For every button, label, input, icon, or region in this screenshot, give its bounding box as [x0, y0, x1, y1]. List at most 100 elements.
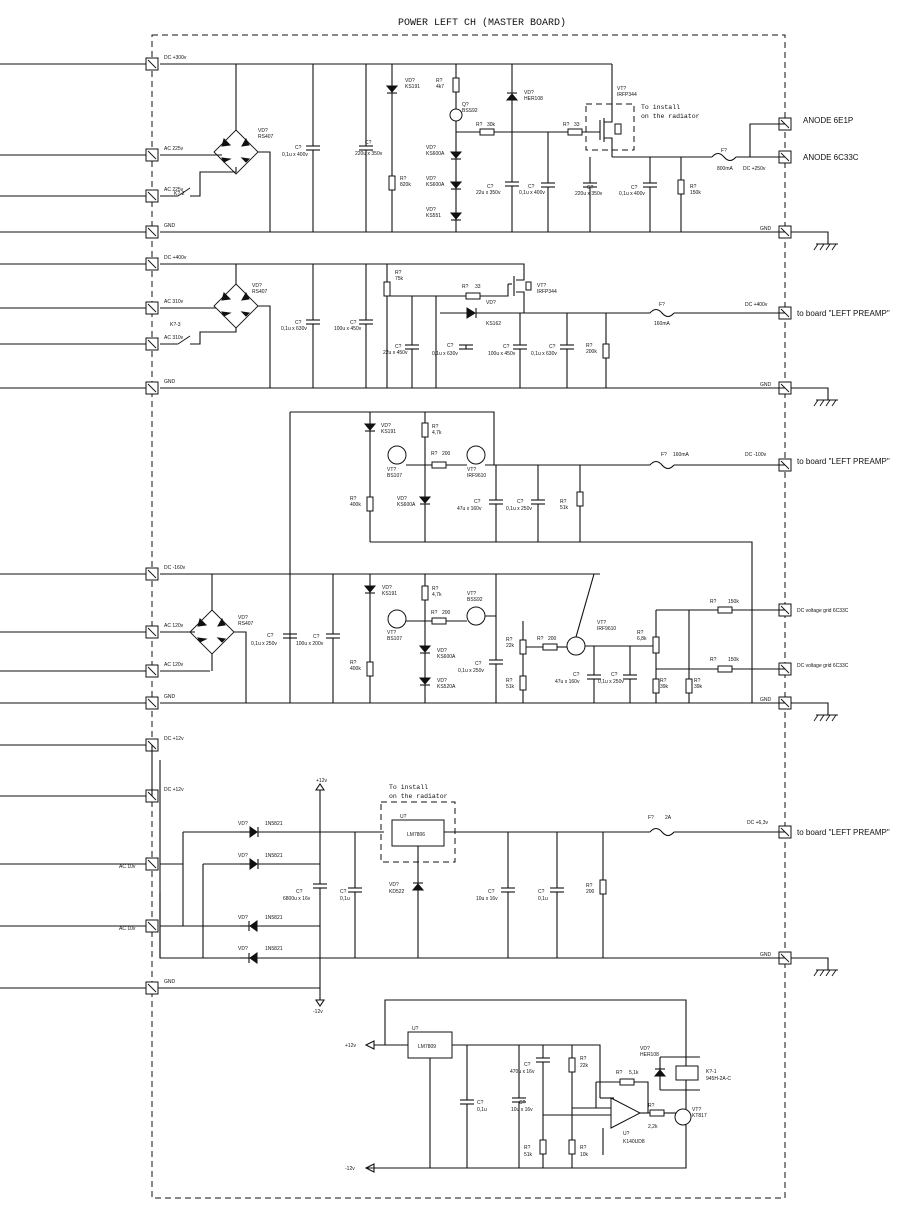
svg-text:on the radiator: on the radiator [641, 113, 700, 120]
svg-text:150k: 150k [728, 657, 739, 663]
svg-text:30k: 30k [487, 122, 496, 128]
connector-label: DC +12v [164, 736, 184, 742]
svg-text:ANODE 6E1P: ANODE 6E1P [803, 116, 853, 125]
svg-text:C?: C? [487, 184, 494, 190]
svg-text:VT?: VT? [617, 86, 626, 92]
svg-text:10u x 16v: 10u x 16v [511, 1107, 533, 1113]
svg-text:VD?: VD? [238, 946, 248, 952]
svg-text:BS107: BS107 [387, 636, 402, 642]
svg-text:VD?: VD? [389, 882, 399, 888]
svg-text:0,1u x 400v: 0,1u x 400v [282, 152, 308, 158]
svg-text:F?: F? [659, 302, 665, 308]
svg-text:C?: C? [477, 1100, 484, 1106]
svg-text:R?: R? [350, 660, 357, 666]
svg-text:C?: C? [587, 185, 594, 191]
svg-text:22u x 450v: 22u x 450v [383, 350, 408, 356]
svg-text:IRFP344: IRFP344 [537, 289, 557, 295]
svg-text:51k: 51k [524, 1152, 533, 1158]
svg-text:U?: U? [412, 1026, 419, 1032]
connector-label: DC -160v [164, 565, 186, 571]
svg-text:33: 33 [574, 122, 580, 128]
svg-text:C?: C? [447, 343, 454, 349]
svg-text:DC voltage grid 6C33C: DC voltage grid 6C33C [797, 608, 849, 614]
svg-text:100u x 200v: 100u x 200v [296, 641, 324, 647]
ground-symbol [791, 231, 838, 251]
svg-text:VD?: VD? [238, 821, 248, 827]
svg-text:200: 200 [442, 451, 451, 457]
svg-text:4,7k: 4,7k [432, 592, 442, 598]
svg-text:22k: 22k [506, 643, 515, 649]
svg-text:0,1u x 250v: 0,1u x 250v [506, 506, 532, 512]
svg-text:75k: 75k [395, 276, 404, 282]
output-labels: ANODE 6E1P ANODE 6C33C to board "LEFT PR… [760, 116, 890, 958]
svg-text:C?: C? [395, 344, 402, 350]
svg-text:C?: C? [313, 634, 320, 640]
svg-text:VD?: VD? [252, 283, 262, 289]
svg-text:C?: C? [549, 344, 556, 350]
svg-text:800mA: 800mA [717, 166, 734, 172]
svg-text:51k: 51k [560, 505, 569, 511]
svg-text:C?: C? [503, 344, 510, 350]
svg-text:0,1u x 630v: 0,1u x 630v [432, 351, 458, 357]
svg-text:LM7809: LM7809 [418, 1044, 436, 1050]
svg-text:U?: U? [623, 1131, 630, 1137]
svg-text:C?: C? [517, 499, 524, 505]
svg-text:150k: 150k [690, 190, 701, 196]
svg-text:DC -100v: DC -100v [745, 452, 767, 458]
svg-text:2A: 2A [665, 815, 672, 821]
svg-text:C?: C? [365, 140, 372, 146]
ground-symbols [791, 231, 838, 977]
svg-text:IRF9610: IRF9610 [597, 626, 616, 632]
svg-text:C?: C? [295, 320, 302, 326]
svg-text:VT?: VT? [467, 467, 476, 473]
svg-text:22k: 22k [580, 1063, 589, 1069]
svg-text:VD?: VD? [238, 615, 248, 621]
svg-text:VT?: VT? [467, 591, 476, 597]
svg-text:100u x 450v: 100u x 450v [334, 326, 362, 332]
svg-text:400k: 400k [350, 666, 361, 672]
svg-text:820k: 820k [400, 182, 411, 188]
svg-text:R?: R? [586, 883, 593, 889]
svg-text:HER108: HER108 [524, 96, 543, 102]
section-grid-supply: VD? RS407 C? 0,1u x 250v C? 100u x 200v … [160, 411, 785, 704]
capacitor-c2 [359, 64, 373, 232]
mosfet-vt1 [599, 64, 622, 157]
svg-text:R?: R? [580, 1056, 587, 1062]
svg-text:Q?: Q? [462, 102, 469, 108]
svg-text:R?: R? [710, 657, 717, 663]
opamp-k140ud8 [610, 1097, 642, 1129]
svg-text:400k: 400k [350, 502, 361, 508]
svg-text:VD?: VD? [426, 145, 436, 151]
connector-label: GND [164, 223, 176, 229]
lm7806-regulator [391, 819, 445, 847]
bridge-rectifier-3 [189, 609, 235, 655]
lm7809-regulator [407, 1031, 453, 1059]
svg-text:K?-1: K?-1 [706, 1069, 717, 1075]
svg-text:C?: C? [296, 889, 303, 895]
svg-text:C?: C? [488, 889, 495, 895]
svg-text:C?: C? [350, 320, 357, 326]
svg-text:R?: R? [616, 1070, 623, 1076]
svg-text:C?: C? [611, 672, 618, 678]
svg-text:RS407: RS407 [258, 134, 274, 140]
connector-label: GND [164, 379, 176, 385]
svg-text:R?: R? [563, 122, 570, 128]
ground-symbol [791, 957, 838, 977]
svg-text:22u x 350v: 22u x 350v [476, 190, 501, 196]
section-relay-delay: +12v U? LM7809 C? 0,1u C? 470u x 16v C? … [345, 999, 731, 1173]
svg-text:10k: 10k [580, 1152, 589, 1158]
svg-text:R?: R? [431, 610, 438, 616]
svg-text:VD?: VD? [426, 176, 436, 182]
svg-text:HER108: HER108 [640, 1052, 659, 1058]
schematic-title: POWER LEFT CH (MASTER BOARD) [398, 17, 566, 29]
svg-text:0,1u x 630v: 0,1u x 630v [531, 351, 557, 357]
svg-text:R?: R? [436, 78, 443, 84]
svg-text:KT817: KT817 [692, 1113, 707, 1119]
svg-text:U?: U? [400, 814, 407, 820]
svg-text:5,1k: 5,1k [629, 1070, 639, 1076]
svg-text:R?: R? [710, 599, 717, 605]
svg-text:K140UD8: K140UD8 [623, 1139, 645, 1145]
svg-text:1N5821: 1N5821 [265, 821, 283, 827]
radiator-note-box-1 [585, 103, 635, 151]
